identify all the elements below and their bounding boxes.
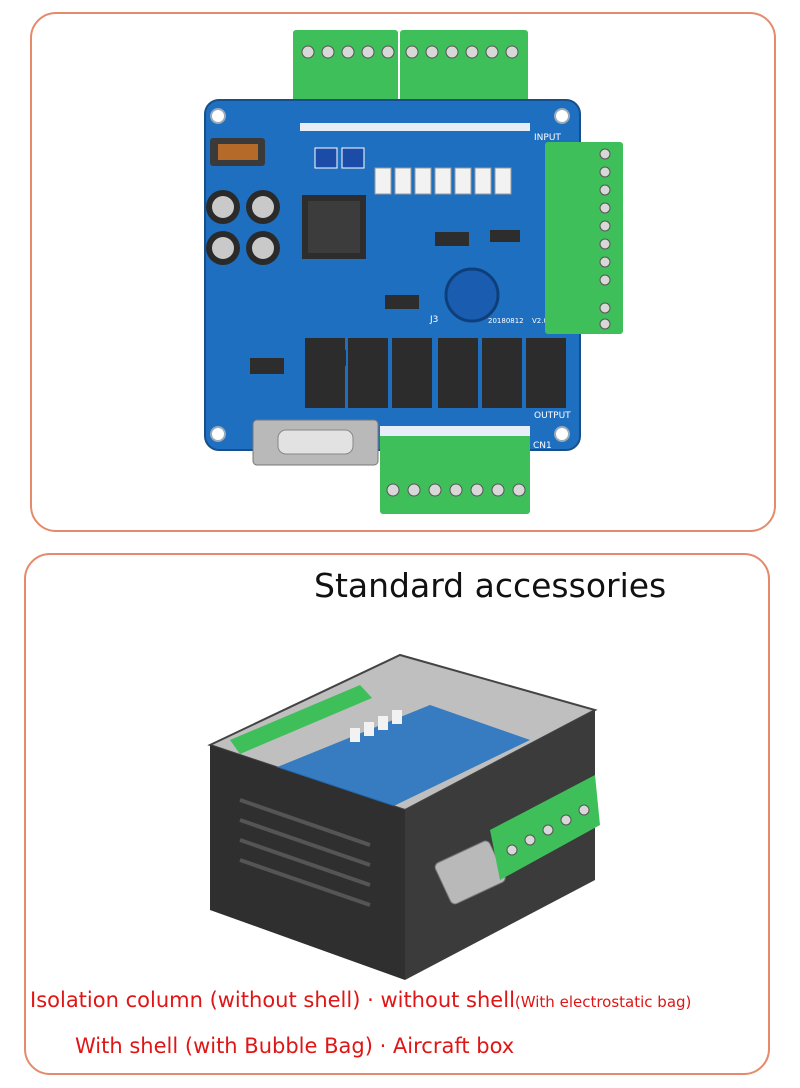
capacitors (206, 190, 280, 265)
caption-line-1: Isolation column (without shell) · witho… (30, 988, 691, 1012)
input-label: INPUT (534, 133, 561, 143)
cn1-label: CN1 (533, 441, 552, 451)
plc-enclosure-photo (207, 653, 600, 980)
input-terminal-block (293, 30, 528, 120)
caption-line-2: With shell (with Bubble Bag) · Aircraft … (75, 1034, 515, 1058)
serial-port (252, 419, 379, 466)
version-label: V2.0 (532, 317, 548, 325)
accessories-title: Standard accessories (314, 566, 667, 605)
j3-label: J3 (429, 315, 438, 325)
plc-board-photo: INPUT J3 V2.0 20180812 OUTPUT (204, 30, 623, 514)
date-label: 20180812 (488, 317, 524, 325)
battery (444, 267, 500, 323)
caption-line-1-small: (With electrostatic bag) (514, 993, 692, 1011)
output-label: OUTPUT (534, 411, 571, 421)
side-terminal-block (545, 142, 623, 334)
output-terminal-block: CN1 (380, 426, 552, 514)
relays (305, 338, 566, 408)
caption-line-1-main: Isolation column (without shell) · witho… (30, 988, 515, 1012)
